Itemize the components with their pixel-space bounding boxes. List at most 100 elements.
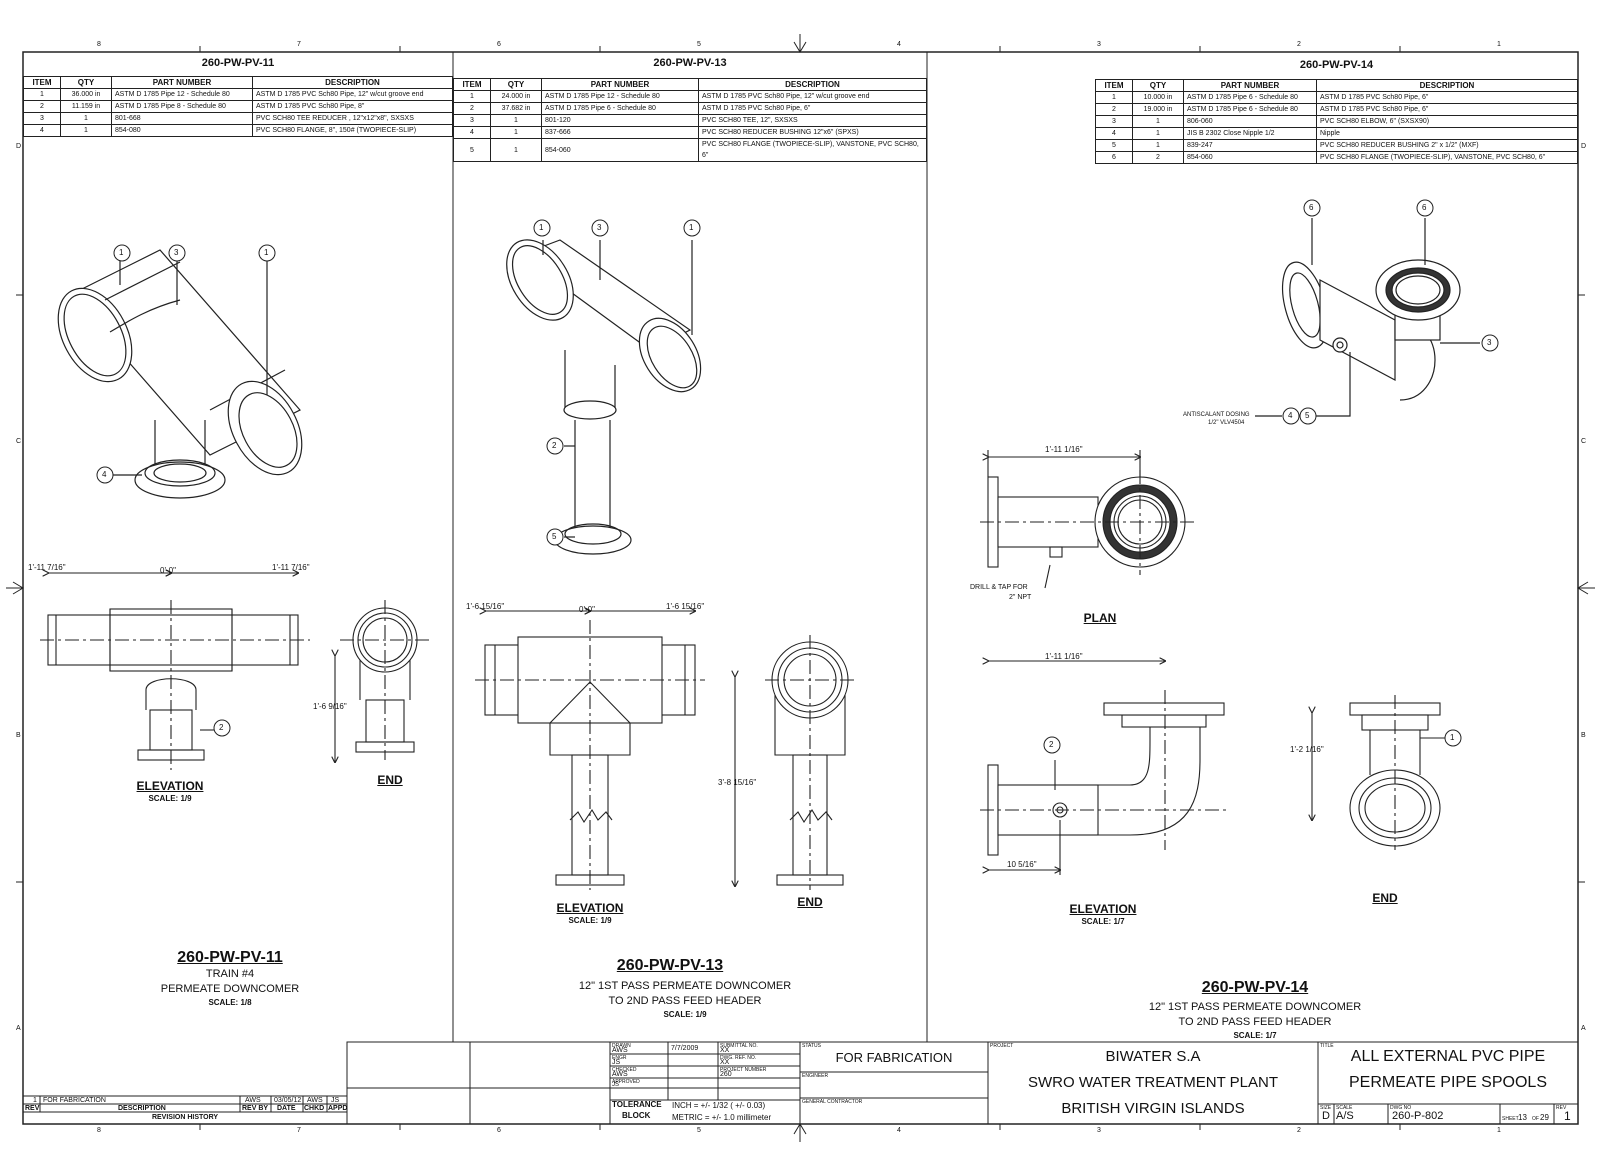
bom-cell: 2 xyxy=(453,102,491,115)
drawing-title-line: ALL EXTERNAL PVC PIPE xyxy=(1350,1048,1546,1065)
bom-cell: ASTM D 1785 PVC Sch80 Pipe, 6" xyxy=(698,102,927,115)
title-block-lines xyxy=(22,1041,1579,1125)
tb-field-value: JS xyxy=(612,1059,621,1066)
bom-cell: 3 xyxy=(1095,115,1133,128)
spool-scale: SCALE: 1/8 xyxy=(208,998,252,1007)
bom-cell: 10.000 in xyxy=(1132,91,1184,104)
balloon-number: 5 xyxy=(1305,411,1310,420)
rev-by: AWS xyxy=(245,1097,261,1104)
bom-cell: 11.159 in xyxy=(60,100,112,113)
bom-header-part: PART NUMBER xyxy=(111,76,253,89)
balloon xyxy=(591,219,609,237)
scale-value: A/S xyxy=(1336,1110,1354,1122)
tb-field-label: PROJECT NUMBER xyxy=(720,1067,767,1073)
balloon-number: 1 xyxy=(119,248,124,257)
bom-cell: ASTM D 1785 Pipe 6 - Schedule 80 xyxy=(541,102,699,115)
elevation-label: ELEVATION xyxy=(136,779,204,793)
zone-right-label: B xyxy=(1581,732,1586,739)
balloon-number: 6 xyxy=(1422,203,1427,212)
bom-cell: 806-060 xyxy=(1183,115,1317,128)
tb-field-value: AWS xyxy=(612,1047,628,1054)
bom-cell: 4 xyxy=(453,126,491,139)
spool13-iso-view xyxy=(506,239,702,555)
zone-bottom-label: 8 xyxy=(97,1127,101,1134)
bom-cell: 6 xyxy=(1095,151,1133,164)
bom-cell: PVC SCH80 FLANGE (TWOPIECE-SLIP), VANSTO… xyxy=(1316,151,1578,164)
tb-field-value: AWS xyxy=(612,1071,628,1078)
tb-field-value: XX xyxy=(720,1047,730,1054)
drawing-title-line: PERMEATE PIPE SPOOLS xyxy=(1349,1074,1547,1091)
bom-cell: ASTM D 1785 Pipe 8 - Schedule 80 xyxy=(111,100,253,113)
spool-scale: SCALE: 1/9 xyxy=(663,1010,707,1019)
antiscalant-label: ANTISCALANT DOSING xyxy=(1183,412,1250,418)
bom-header-item: ITEM xyxy=(1095,79,1133,92)
balloon xyxy=(546,437,564,455)
size-value: D xyxy=(1322,1110,1330,1122)
zone-top-label: 3 xyxy=(1097,41,1101,48)
bom-cell: ASTM D 1785 PVC Sch80 Pipe, 12" w/cut gr… xyxy=(698,90,927,103)
balloon xyxy=(1043,736,1061,754)
end-label: END xyxy=(1372,891,1398,905)
dimension-label: 1'-6 15/16" xyxy=(666,602,705,611)
spool-subtitle: 12" 1ST PASS PERMEATE DOWNCOMER xyxy=(578,980,792,992)
spool-title-pv13: 260-PW-PV-13 xyxy=(616,957,724,974)
rev-header: DATE xyxy=(277,1105,296,1112)
zone-left-label: A xyxy=(16,1025,21,1032)
bom-cell: PVC SCH80 TEE REDUCER , 12"x12"x8", SXSX… xyxy=(252,112,453,125)
bom-header-qty: QTY xyxy=(60,76,112,89)
dimension-label: 3'-8 15/16" xyxy=(718,778,757,787)
tb-field-label: APPROVED xyxy=(612,1079,640,1085)
balloon xyxy=(113,244,131,262)
tb-field-value: 260 xyxy=(720,1071,732,1078)
zone-right-label: C xyxy=(1581,438,1587,445)
dimension-label: 1'-11 1/16" xyxy=(1045,445,1083,454)
tb-field-value: JS xyxy=(612,1082,620,1088)
elevation-scale: SCALE: 1/9 xyxy=(568,916,612,925)
tb-field-label: DWG NO xyxy=(1390,1105,1412,1111)
balloon xyxy=(258,244,276,262)
bom-cell: 837-666 xyxy=(541,126,699,139)
bom-cell: 854-080 xyxy=(111,124,253,137)
rev-description: FOR FABRICATION xyxy=(43,1097,106,1104)
spool-subtitle: 12" 1ST PASS PERMEATE DOWNCOMER xyxy=(1148,1001,1362,1013)
project-line: SWRO WATER TREATMENT PLANT xyxy=(1027,1074,1278,1091)
spool14-elevation-view xyxy=(980,661,1230,875)
bom-cell: 19.000 in xyxy=(1132,103,1184,116)
bom-header-desc: DESCRIPTION xyxy=(252,76,453,89)
bom-header-qty: QTY xyxy=(490,78,542,91)
bom-cell: Nipple xyxy=(1316,127,1578,140)
bom-cell: 2 xyxy=(23,100,61,113)
balloon xyxy=(1303,199,1321,217)
bom-cell: ASTM D 1785 PVC Sch80 Pipe, 6" xyxy=(1316,91,1578,104)
bom-cell: ASTM D 1785 PVC Sch80 Pipe, 6" xyxy=(1316,103,1578,116)
tb-field-label: DWG. REF. NO. xyxy=(720,1055,757,1061)
balloon xyxy=(1416,199,1434,217)
bom-cell: 1 xyxy=(1132,127,1184,140)
zone-bottom-label: 2 xyxy=(1297,1127,1301,1134)
bom-cell: 1 xyxy=(60,112,112,125)
bom-cell: 37.682 in xyxy=(490,102,542,115)
spool-title-pv14: 260-PW-PV-14 xyxy=(1201,979,1309,996)
metric-tolerance: METRIC = +/- 1.0 millimeter xyxy=(672,1113,772,1122)
bom-cell: ASTM D 1785 PVC Sch80 Pipe, 12" w/cut gr… xyxy=(252,88,453,101)
spool-scale: SCALE: 1/7 xyxy=(1233,1031,1277,1040)
bom-cell: 5 xyxy=(1095,139,1133,152)
inch-tolerance: INCH = +/- 1/32 ( +/- 0.03) xyxy=(672,1101,766,1110)
spool11-end-view xyxy=(335,600,430,762)
tb-date-value: 7/7/2009 xyxy=(671,1045,699,1052)
spool14-plan-view xyxy=(980,450,1195,589)
bom-cell: ASTM D 1785 PVC Sch80 Pipe, 8" xyxy=(252,100,453,113)
bom-header-part: PART NUMBER xyxy=(541,78,699,91)
bom-cell: 839-247 xyxy=(1183,139,1317,152)
balloon xyxy=(1444,729,1462,747)
rev-header: DESCRIPTION xyxy=(118,1105,166,1112)
balloon xyxy=(683,219,701,237)
